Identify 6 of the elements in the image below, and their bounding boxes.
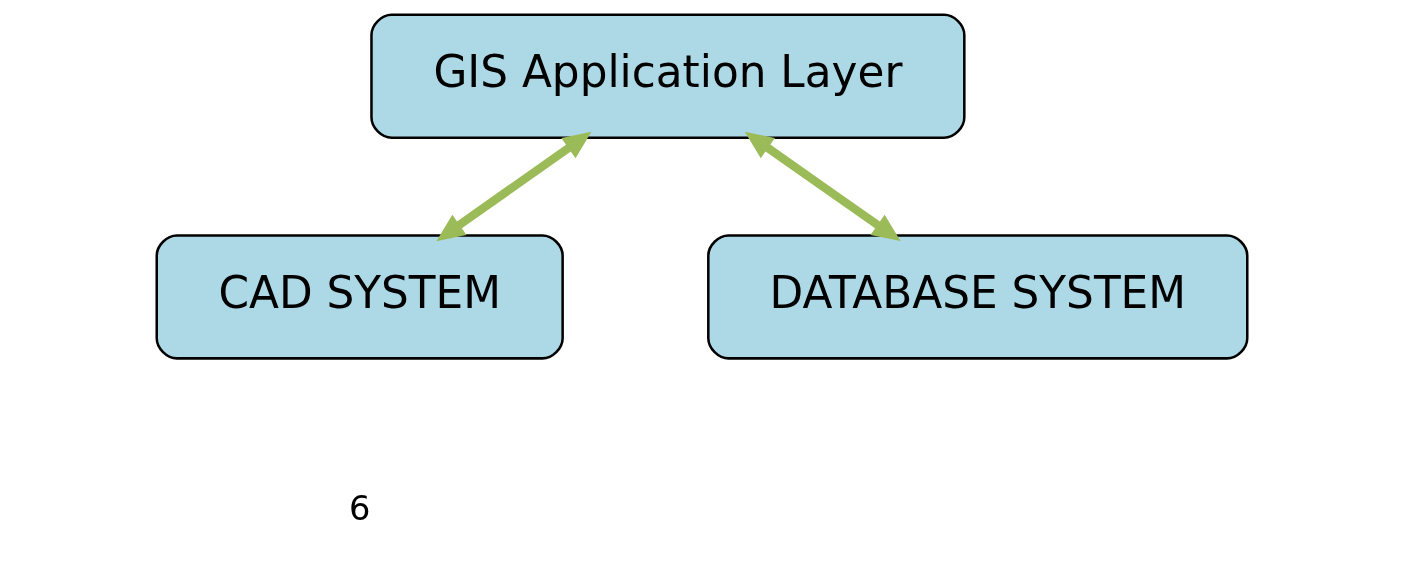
node-box: CAD SYSTEM [155,234,564,360]
node-box: GIS Application Layer [370,13,966,139]
label: 6 [348,489,371,529]
node-box: DATABASE SYSTEM [707,234,1249,360]
arrow [436,131,592,242]
arrow [744,131,901,242]
